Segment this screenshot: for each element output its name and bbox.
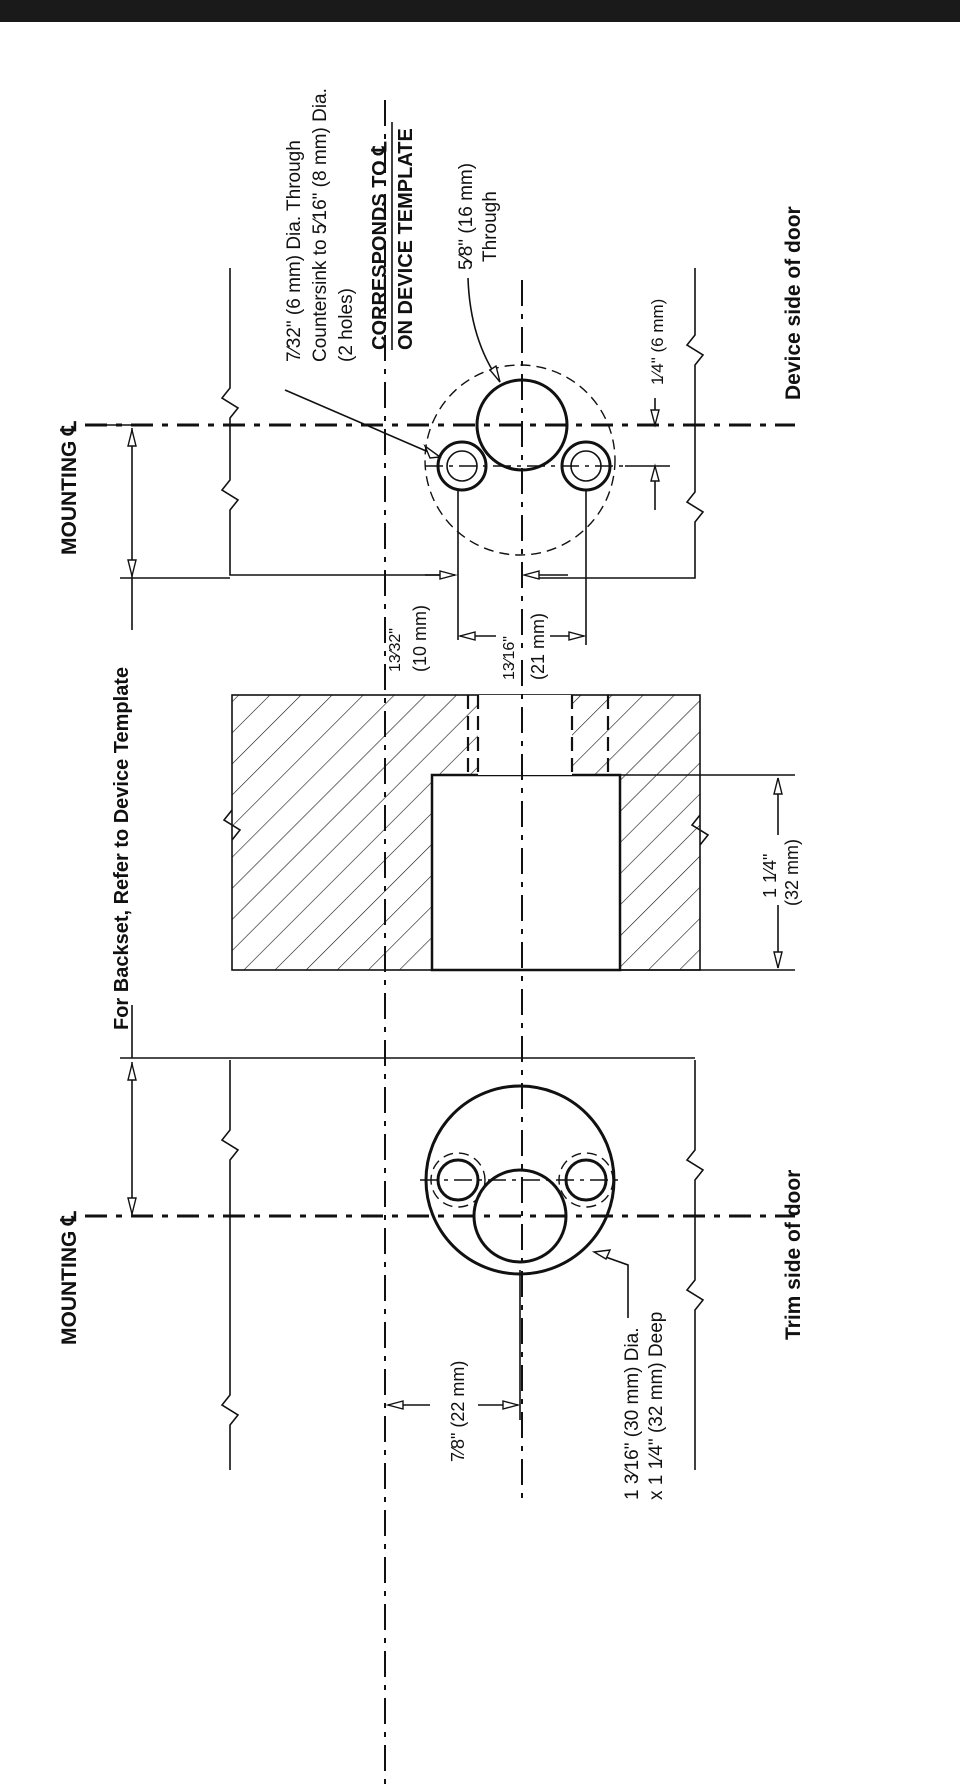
backset-dimension xyxy=(85,424,695,1216)
arrow-top-b xyxy=(127,559,137,577)
arrow-13-16-left xyxy=(457,631,476,641)
arrow-13-32-right xyxy=(521,570,540,580)
through-hole-5-8 xyxy=(475,378,569,472)
trim-side-view xyxy=(85,1060,795,1470)
door-section-view xyxy=(222,694,795,972)
arrow-bore xyxy=(591,1249,612,1260)
label-bore-2: x 1 1⁄4" (32 mm) Deep xyxy=(646,1312,667,1500)
leader-small-hole xyxy=(284,389,441,458)
door-edge-left-trim xyxy=(220,1060,240,1470)
door-edge-right-trim xyxy=(685,1060,705,1470)
arrow-quarter-top xyxy=(650,409,660,428)
label-quarter: 1⁄4" (6 mm) xyxy=(648,299,667,385)
arrow-1-1-4-down xyxy=(773,951,783,969)
trim-small-hole-left-cs xyxy=(430,1152,486,1208)
small-hole-left-inner xyxy=(446,450,478,482)
label-13-32-a: 13⁄32" xyxy=(387,628,404,672)
small-hole-left-outer xyxy=(436,440,488,492)
small-hole-right-inner xyxy=(570,450,602,482)
label-small-hole-2: Countersink to 5⁄16" (8 mm) Dia. xyxy=(310,88,331,362)
leader-bore xyxy=(599,1254,629,1318)
label-13-32-b: (10 mm) xyxy=(410,605,430,672)
arrow-small-hole xyxy=(423,443,442,459)
label-corresponds-2: ON DEVICE TEMPLATE xyxy=(395,128,417,350)
label-corresponds-1: CORRESPONDS TO ℄ xyxy=(369,141,391,350)
label-through-hole-2: Through xyxy=(480,191,501,262)
label-mounting-left: MOUNTING ℄ xyxy=(58,1211,81,1345)
arrow-13-32-left xyxy=(439,570,458,580)
break-mark-left xyxy=(222,809,242,841)
label-backset: For Backset, Refer to Device Template xyxy=(111,667,133,1030)
trim-small-hole-right-cs xyxy=(558,1152,614,1208)
label-1-1-4-b: (32 mm) xyxy=(782,839,802,906)
arrow-through-hole xyxy=(488,364,501,383)
arrow-7-8-left xyxy=(385,1400,404,1410)
label-trim-side: Trim side of door xyxy=(782,1170,805,1340)
arrow-bot-a xyxy=(127,1063,137,1081)
arrow-13-16-right xyxy=(568,631,587,641)
trim-small-hole-right xyxy=(564,1158,608,1202)
trim-small-hole-left xyxy=(436,1158,480,1202)
door-edge-left-device xyxy=(220,268,455,576)
label-7-8: 7⁄8" (22 mm) xyxy=(448,1361,468,1462)
label-13-16-b: (21 mm) xyxy=(528,613,548,680)
inner-through-hole-trim xyxy=(472,1168,568,1264)
device-side-view xyxy=(85,268,795,650)
label-device-side: Device side of door xyxy=(782,206,805,400)
label-small-hole-3: (2 holes) xyxy=(336,288,357,362)
arrow-quarter-bottom xyxy=(650,463,660,482)
label-small-hole-1: 7⁄32" (6 mm) Dia. Through xyxy=(284,140,305,362)
header-bar xyxy=(0,0,960,22)
bore-pocket xyxy=(430,773,622,972)
label-through-hole-1: 5⁄8" (16 mm) xyxy=(456,163,477,270)
label-bore-1: 1 3⁄16" (30 mm) Dia. xyxy=(622,1327,643,1500)
countersink-outline-circle xyxy=(424,364,616,556)
arrow-top-a xyxy=(127,429,137,447)
label-1-1-4-a: 1 1⁄4" xyxy=(760,854,780,898)
arrow-7-8-right xyxy=(502,1400,521,1410)
label-13-16-a: 13⁄16" xyxy=(501,636,518,680)
through-bore-gap xyxy=(478,695,572,775)
arrow-bot-b xyxy=(127,1197,137,1215)
door-edge-right-device xyxy=(535,268,705,579)
label-mounting-right: MOUNTING ℄ xyxy=(58,421,81,555)
break-mark-right xyxy=(690,814,710,846)
arrow-1-1-4-up xyxy=(773,777,783,795)
